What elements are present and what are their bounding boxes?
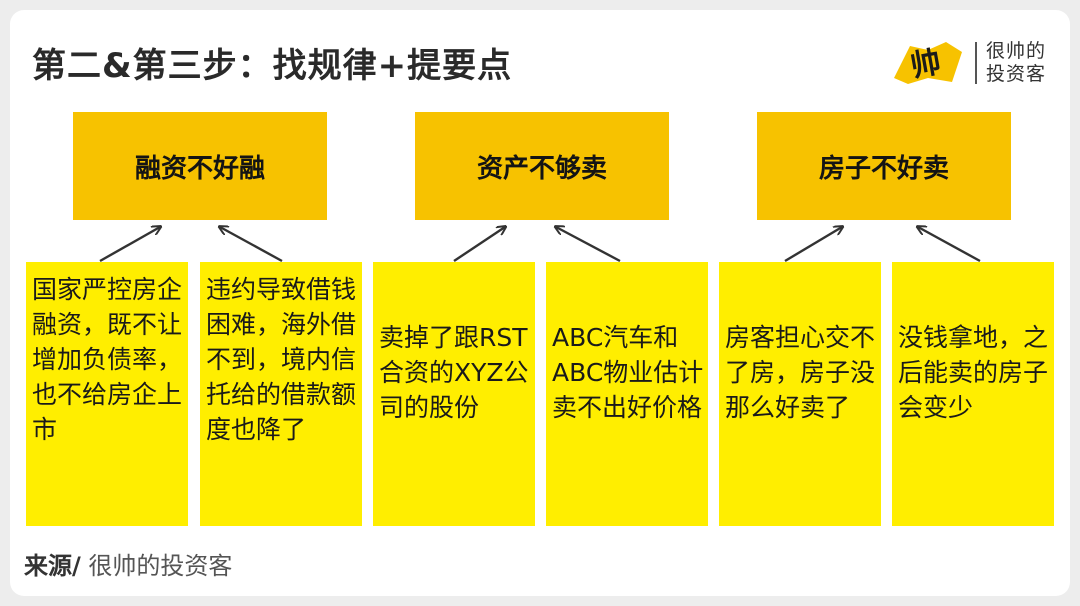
header-box-assets: 资产不够卖	[415, 112, 669, 220]
arrow-6	[918, 227, 981, 263]
brand-name-line2: 投资客	[986, 63, 1047, 85]
reason-box-2: 违约导致借钱困难，海外借不到，境内信托给的借款额度也降了	[200, 262, 362, 526]
arrow-5	[784, 227, 842, 263]
arrow-1	[99, 227, 160, 263]
arrow-4	[556, 227, 621, 263]
source-label: 来源/	[24, 552, 81, 580]
reason-box-4: ABC汽车和ABC物业估计卖不出好价格	[546, 262, 708, 526]
header-box-financing: 融资不好融	[73, 112, 327, 220]
arrow-3	[453, 227, 505, 262]
brand-divider	[975, 42, 977, 84]
page-title: 第二&第三步：找规律+提要点	[32, 46, 513, 86]
source-footer: 来源/ 很帅的投资客	[24, 546, 232, 581]
brand-name-line1: 很帅的	[986, 40, 1047, 62]
arrow-2	[220, 227, 283, 263]
reason-box-3: 卖掉了跟RST合资的XYZ公司的股份	[373, 262, 535, 526]
brand-logo-icon: 帅	[894, 42, 962, 85]
source-value: 很帅的投资客	[80, 552, 233, 580]
reason-box-1: 国家严控房企融资，既不让增加负债率，也不给房企上市	[26, 262, 188, 526]
brand-logo-glyph: 帅	[908, 45, 944, 85]
reason-box-5: 房客担心交不了房，房子没那么好卖了	[719, 262, 881, 526]
header-box-housing: 房子不好卖	[757, 112, 1011, 220]
brand-name: 很帅的 投资客	[986, 40, 1066, 86]
brand: 帅 很帅的 投资客	[888, 38, 1068, 90]
reason-box-6: 没钱拿地，之后能卖的房子会变少	[892, 262, 1054, 526]
